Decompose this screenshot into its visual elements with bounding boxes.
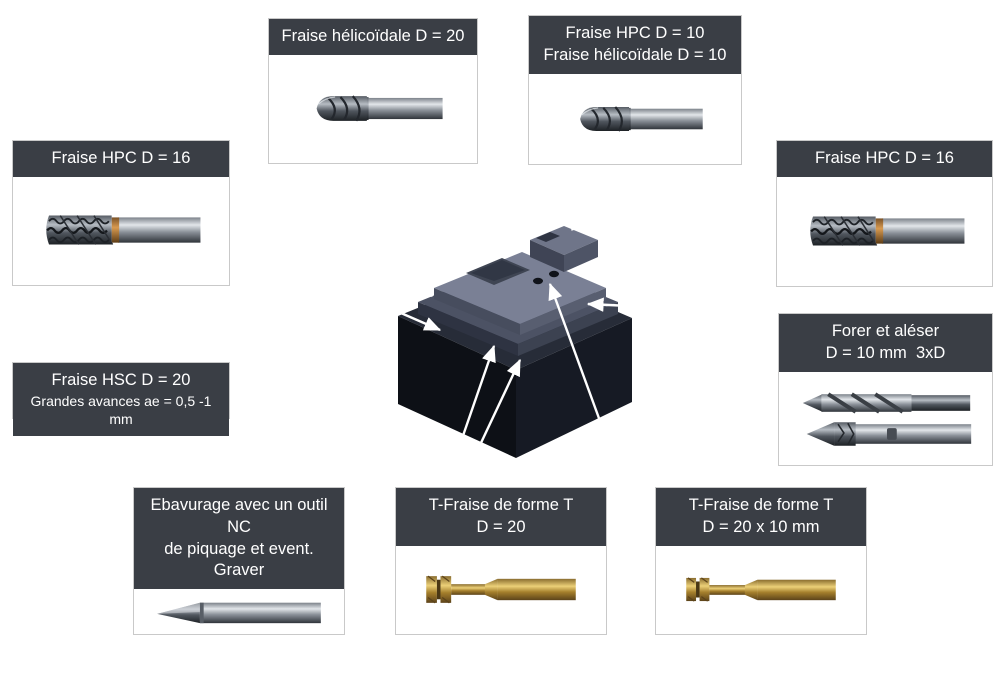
callout-fraise-hsc-d20: Fraise HSC D = 20 Grandes avances ae = 0… bbox=[12, 362, 230, 436]
callout-title-bar: Fraise HPC D = 16 bbox=[13, 141, 229, 177]
callout-title-line: T-Fraise de forme T bbox=[688, 496, 834, 514]
callout-title-line: Fraise HPC D = 16 bbox=[815, 149, 954, 167]
tool-image-area bbox=[777, 176, 992, 286]
callout-title-line: Fraise HSC D = 20 bbox=[51, 371, 191, 389]
deburring-engraver-icon bbox=[146, 598, 332, 626]
t-slot-cutter-icon bbox=[412, 569, 590, 610]
t-slot-cutter-icon bbox=[672, 569, 850, 610]
callout-forer-et-aleser: Forer et aléser D = 10 mm 3xD bbox=[778, 313, 993, 466]
callout-title-line: Fraise HPC D = 16 bbox=[51, 149, 191, 167]
callout-fraise-hpc-d16-left: Fraise HPC D = 16 bbox=[12, 140, 230, 286]
tool-image-area bbox=[529, 73, 741, 164]
tool-image-area bbox=[134, 589, 344, 634]
callout-title-bar: Ebavurage avec un outil NC de piquage et… bbox=[134, 488, 344, 590]
helical-end-mill-icon bbox=[561, 101, 709, 137]
tool-image-area bbox=[396, 545, 606, 634]
callout-title-line: Forer et aléser bbox=[831, 322, 940, 340]
roughing-end-mill-icon bbox=[796, 210, 974, 253]
callout-title-line: Fraise HPC D = 10 bbox=[565, 24, 705, 42]
indexable-drill-icon bbox=[793, 421, 979, 447]
callout-subtitle-line: Grandes avances ae = 0,5 -1 mm bbox=[30, 392, 216, 428]
callout-arrows bbox=[391, 191, 631, 463]
callout-title-line: de piquage et event. Graver bbox=[164, 539, 319, 580]
tool-image-area bbox=[13, 176, 229, 285]
callout-title-bar: Fraise HPC D = 10 Fraise hélicoïdale D =… bbox=[529, 16, 741, 74]
callout-title-line: Fraise hélicoïdale D = 10 bbox=[543, 45, 727, 64]
callout-title-bar: Fraise HPC D = 16 bbox=[777, 141, 992, 177]
callout-title-line: D = 20 x 10 mm bbox=[702, 517, 820, 536]
tool-image-area bbox=[779, 371, 992, 465]
callout-title-bar: Forer et aléser D = 10 mm 3xD bbox=[779, 314, 992, 372]
roughing-end-mill-icon bbox=[32, 209, 210, 252]
tool-image-area bbox=[656, 545, 866, 634]
machined-part-3d-view bbox=[378, 178, 648, 470]
callout-t-fraise-d20: T-Fraise de forme T D = 20 bbox=[395, 487, 607, 635]
callout-title-line: Ebavurage avec un outil NC bbox=[150, 496, 333, 536]
machined-part-drawing bbox=[391, 191, 632, 463]
callout-ebavurage-graver: Ebavurage avec un outil NC de piquage et… bbox=[133, 487, 345, 635]
callout-title-line: T-Fraise de forme T bbox=[428, 496, 574, 514]
callout-fraise-helicoidale-d20: Fraise hélicoïdale D = 20 bbox=[268, 18, 478, 164]
callout-title-line: D = 20 bbox=[476, 517, 526, 536]
callout-title-line: D = 10 mm 3xD bbox=[825, 343, 946, 362]
twist-drill-icon bbox=[793, 390, 979, 416]
callout-title-bar: T-Fraise de forme T D = 20 bbox=[396, 488, 606, 546]
tool-image-area bbox=[269, 54, 477, 163]
callout-title-line: Fraise hélicoïdale D = 20 bbox=[281, 27, 465, 45]
callout-fraise-hpc-d16-right: Fraise HPC D = 16 bbox=[776, 140, 993, 287]
helical-end-mill-icon bbox=[298, 90, 448, 127]
callout-t-fraise-d20x10: T-Fraise de forme T D = 20 x 10 mm bbox=[655, 487, 867, 635]
callout-title-bar: T-Fraise de forme T D = 20 x 10 mm bbox=[656, 488, 866, 546]
callout-title-bar: Fraise hélicoïdale D = 20 bbox=[269, 19, 477, 55]
callout-fraise-hpc-d10: Fraise HPC D = 10 Fraise hélicoïdale D =… bbox=[528, 15, 742, 165]
callout-title-bar: Fraise HSC D = 20 Grandes avances ae = 0… bbox=[13, 363, 229, 436]
